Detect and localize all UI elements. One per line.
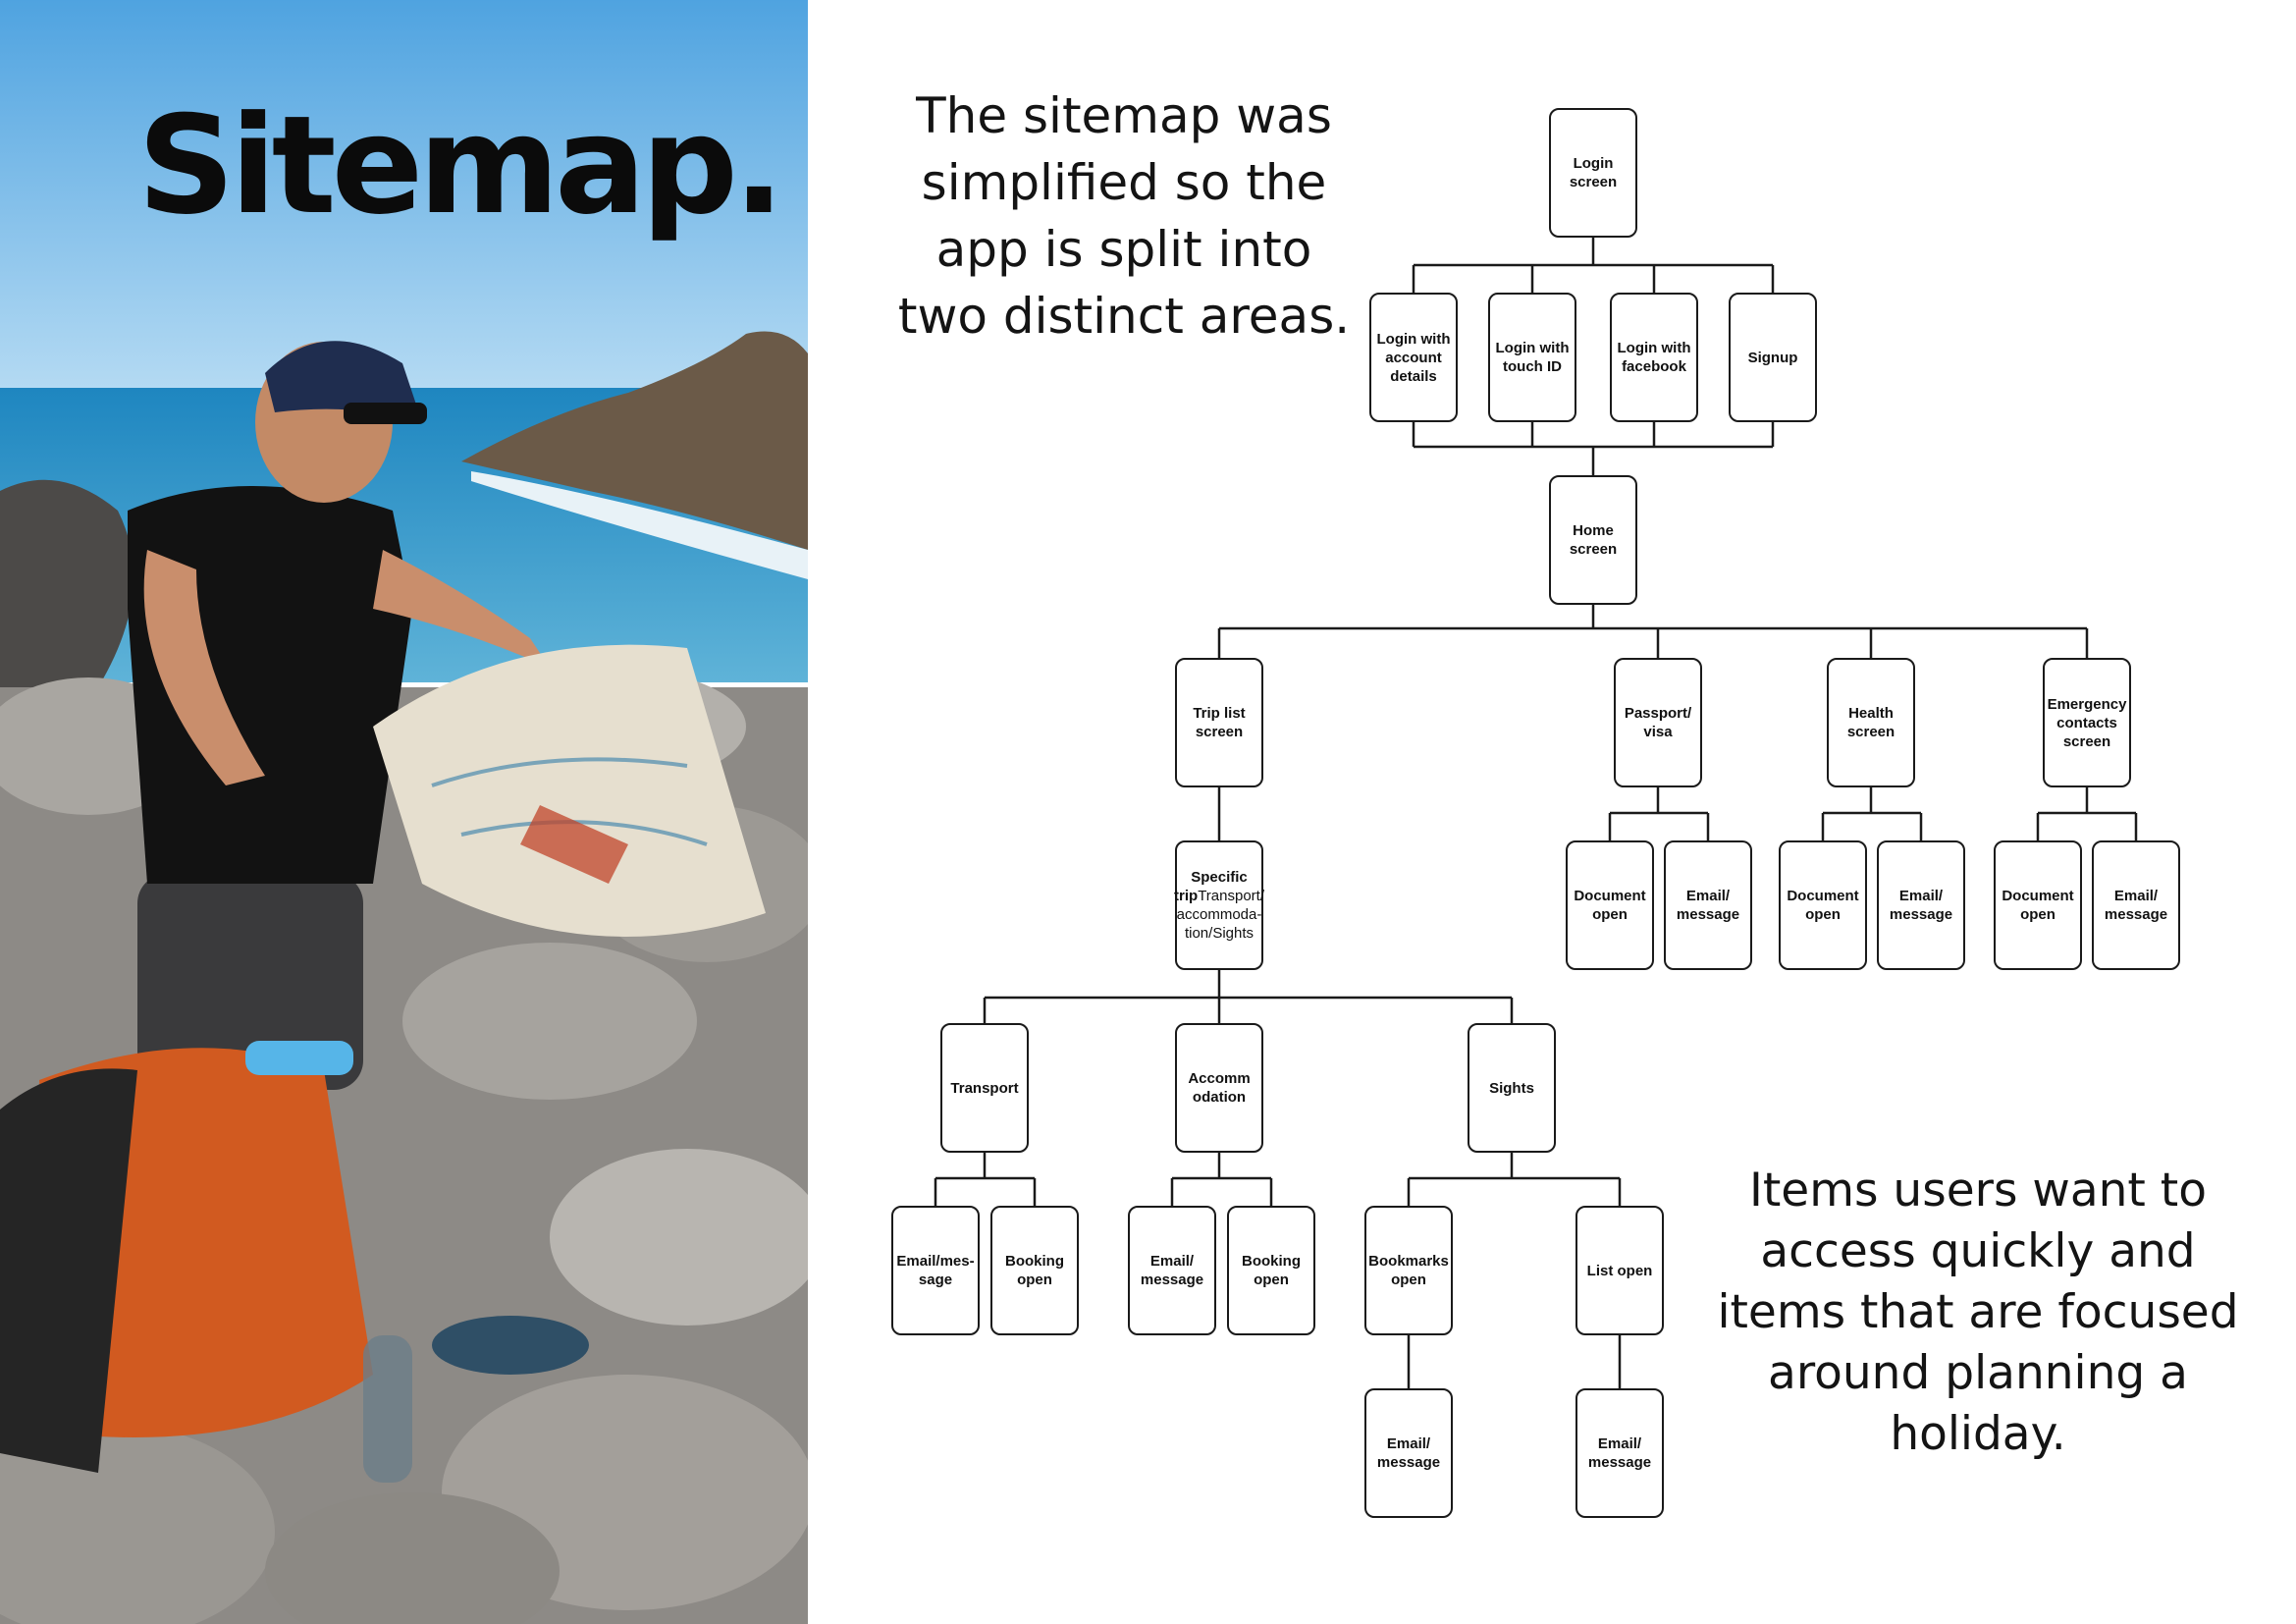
- node-accommodation-booking: Booking open: [1227, 1206, 1315, 1335]
- node-signup: Signup: [1729, 293, 1817, 422]
- headland: [461, 331, 808, 550]
- node-passport-visa: Passport/ visa: [1614, 658, 1702, 787]
- node-label: List open: [1586, 1262, 1653, 1279]
- node-trip-list: Trip list screen: [1175, 658, 1263, 787]
- node-login-touch-id: Login with touch ID: [1488, 293, 1576, 422]
- node-list-email: Email/ message: [1575, 1388, 1664, 1518]
- node-label: Bookmarks open: [1368, 1253, 1449, 1288]
- node-label: Email/mes- sage: [896, 1253, 975, 1288]
- node-label: Sights: [1489, 1079, 1534, 1097]
- node-label: Login with account details: [1376, 330, 1451, 385]
- node-passport-document: Document open: [1566, 840, 1654, 970]
- node-specific-trip: Specific tripTransport/ accommoda- tion/…: [1174, 840, 1264, 970]
- node-label: Document open: [1787, 888, 1859, 923]
- node-transport-booking: Booking open: [990, 1206, 1079, 1335]
- node-label: Signup: [1747, 349, 1798, 366]
- connector-passport: [1608, 787, 1710, 840]
- connector-sights: [1407, 1153, 1622, 1206]
- node-login-account: Login with account details: [1369, 293, 1458, 422]
- node-emergency-email: Email/ message: [2092, 840, 2180, 970]
- node-sights: Sights: [1468, 1023, 1556, 1153]
- trousers: [137, 874, 363, 1090]
- connector-health: [1821, 787, 1923, 840]
- surf: [471, 471, 808, 579]
- node-label-bold: Specific trip: [1174, 869, 1248, 904]
- node-label: Email/ message: [1376, 1435, 1441, 1471]
- backpack: [0, 1068, 137, 1473]
- node-label: Login with facebook: [1617, 340, 1691, 375]
- rock-left: [0, 479, 133, 707]
- node-label: Trip list screen: [1193, 705, 1246, 740]
- node-label-detail: Transport/ accommoda- tion/Sights: [1176, 888, 1264, 942]
- node-list-open: List open: [1575, 1206, 1664, 1335]
- node-label: Booking open: [1242, 1253, 1301, 1288]
- map-title-block: [520, 805, 628, 884]
- node-label: Booking open: [1005, 1253, 1064, 1288]
- connector-emergency: [2036, 787, 2138, 840]
- node-accommodation: Accomm odation: [1175, 1023, 1263, 1153]
- node-label: Email/ message: [1140, 1253, 1204, 1288]
- node-label: Transport: [950, 1079, 1019, 1097]
- node-emergency-document: Document open: [1994, 840, 2082, 970]
- node-accommodation-email: Email/ message: [1128, 1206, 1216, 1335]
- node-transport-email: Email/mes- sage: [891, 1206, 980, 1335]
- node-label: Email/ message: [1587, 1435, 1652, 1471]
- node-home-screen: Home screen: [1549, 475, 1637, 605]
- connector-login: [1412, 238, 1775, 293]
- connector-specific-trip: [983, 970, 1514, 1023]
- node-label: Document open: [1574, 888, 1646, 923]
- arm: [143, 550, 265, 785]
- tshirt: [128, 486, 412, 884]
- connector-to-home: [1412, 422, 1775, 475]
- node-label: Accomm odation: [1188, 1070, 1251, 1106]
- bottle: [363, 1335, 412, 1483]
- focus-description: Items users want to access quickly and i…: [1717, 1164, 2239, 1461]
- arm: [373, 550, 550, 668]
- node-label: Specific tripTransport/ accommoda- tion/…: [1174, 868, 1264, 943]
- intro-description: The sitemap was simplified so the app is…: [897, 87, 1351, 345]
- boulder: [402, 943, 697, 1100]
- node-bookmarks-open: Bookmarks open: [1364, 1206, 1453, 1335]
- node-label: Health screen: [1846, 705, 1896, 740]
- boulder: [265, 1492, 560, 1624]
- node-label: Email/ message: [2104, 888, 2168, 923]
- hiker-photo: [0, 0, 808, 1624]
- node-label: Login screen: [1569, 155, 1618, 190]
- node-label: Email/ message: [1676, 888, 1740, 923]
- sunglasses: [344, 403, 427, 424]
- map: [373, 644, 766, 937]
- node-health-document: Document open: [1779, 840, 1867, 970]
- map-roads: [431, 757, 708, 846]
- boulder: [0, 1424, 275, 1624]
- node-emergency-contacts: Emergency contacts screen: [2043, 658, 2131, 787]
- hiker-photo-illustration: [0, 0, 808, 1624]
- node-label: Email/ message: [1889, 888, 1953, 923]
- connector-accommodation: [1170, 1153, 1273, 1206]
- connector-home: [1217, 605, 2089, 658]
- node-bookmarks-email: Email/ message: [1364, 1388, 1453, 1518]
- node-label: Passport/ visa: [1624, 705, 1692, 740]
- connector-transport: [934, 1153, 1037, 1206]
- page-title: Sitemap.: [137, 86, 784, 244]
- water-bottle: [245, 1041, 353, 1075]
- boulder: [550, 1149, 808, 1326]
- tide-pool: [432, 1316, 589, 1375]
- node-health-screen: Health screen: [1827, 658, 1915, 787]
- node-health-email: Email/ message: [1877, 840, 1965, 970]
- node-label: Emergency contacts screen: [2047, 695, 2127, 750]
- sky: [0, 0, 808, 432]
- node-label: Home screen: [1569, 522, 1618, 558]
- node-label: Login with touch ID: [1495, 340, 1570, 375]
- cap: [265, 341, 422, 422]
- node-login-screen: Login screen: [1549, 108, 1637, 238]
- node-label: Document open: [2002, 888, 2074, 923]
- node-login-facebook: Login with facebook: [1610, 293, 1698, 422]
- node-transport: Transport: [940, 1023, 1029, 1153]
- node-passport-email: Email/ message: [1664, 840, 1752, 970]
